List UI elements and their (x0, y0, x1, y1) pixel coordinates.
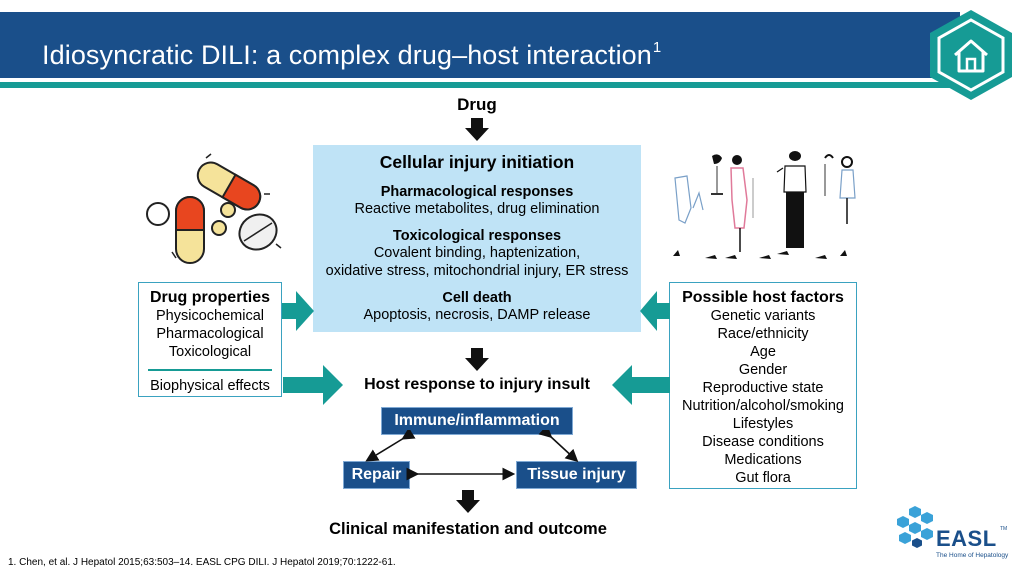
arrow-left-icon (612, 365, 670, 405)
trademark: TM (1000, 526, 1008, 532)
host-factors-title: Possible host factors (682, 289, 844, 306)
host-factor-item: Nutrition/alcohol/smoking (682, 398, 844, 414)
arrow-left-icon (640, 291, 670, 331)
footnote: 1. Chen, et al. J Hepatol 2015;63:503–14… (8, 557, 396, 568)
cellular-injury-box: Cellular injury initiation Pharmacologic… (313, 145, 641, 332)
people-illustration-icon (673, 151, 856, 259)
drug-property-item: Toxicological (168, 344, 252, 360)
toxicological-text-2: oxidative stress, mitochondrial injury, … (325, 263, 629, 279)
pharmacological-text: Reactive metabolites, drug elimination (354, 201, 600, 217)
arrow-right-icon (282, 291, 314, 331)
biophysical-effects: Biophysical effects (150, 378, 270, 394)
host-factor-item: Genetic variants (710, 308, 816, 324)
arrow-down-icon (465, 348, 489, 371)
divider (148, 369, 272, 371)
tissue-injury-box: Tissue injury (516, 461, 637, 489)
cellular-injury-title: Cellular injury initiation (379, 152, 575, 172)
easl-logo-icon (897, 506, 933, 548)
slide-title: Idiosyncratic DILI: a complex drug–host … (42, 39, 662, 70)
host-factor-item: Medications (724, 452, 802, 468)
host-factor-item: Age (750, 344, 776, 360)
connector-arrows (365, 430, 579, 481)
host-factor-item: Race/ethnicity (717, 326, 809, 342)
title-bar: Idiosyncratic DILI: a complex drug–host … (0, 12, 960, 78)
host-factor-item: Lifestyles (732, 416, 794, 432)
drug-property-item: Pharmacological (156, 326, 264, 342)
host-factor-item: Reproductive state (702, 380, 824, 396)
home-logo-icon (930, 10, 1012, 100)
arrow-right-icon (283, 365, 343, 405)
cell-death-text: Apoptosis, necrosis, DAMP release (363, 307, 591, 323)
pharmacological-heading: Pharmacological responses (380, 184, 574, 200)
host-factors-box: Possible host factors Genetic variants R… (669, 282, 857, 489)
drug-property-item: Physicochemical (156, 308, 264, 324)
easl-tagline: The Home of Hepatology (936, 552, 1009, 559)
cell-death-heading: Cell death (442, 290, 512, 306)
host-factor-item: Disease conditions (702, 434, 824, 450)
easl-wordmark: EASL (936, 526, 997, 551)
host-response-label: Host response to injury insult (364, 376, 590, 393)
host-factor-item: Gender (738, 362, 788, 378)
drug-properties-box: Drug properties Physicochemical Pharmaco… (138, 282, 282, 397)
toxicological-heading: Toxicological responses (392, 228, 562, 244)
host-factor-item: Gut flora (735, 470, 791, 486)
pills-illustration-icon (146, 153, 282, 264)
arrow-down-icon (456, 490, 480, 513)
arrow-down-icon (465, 118, 489, 141)
repair-box: Repair (343, 461, 410, 489)
drug-label: Drug (457, 95, 497, 114)
title-underline (0, 82, 960, 88)
drug-properties-title: Drug properties (149, 289, 270, 306)
toxicological-text-1: Covalent binding, haptenization, (373, 245, 581, 261)
clinical-outcome-label: Clinical manifestation and outcome (329, 520, 607, 538)
